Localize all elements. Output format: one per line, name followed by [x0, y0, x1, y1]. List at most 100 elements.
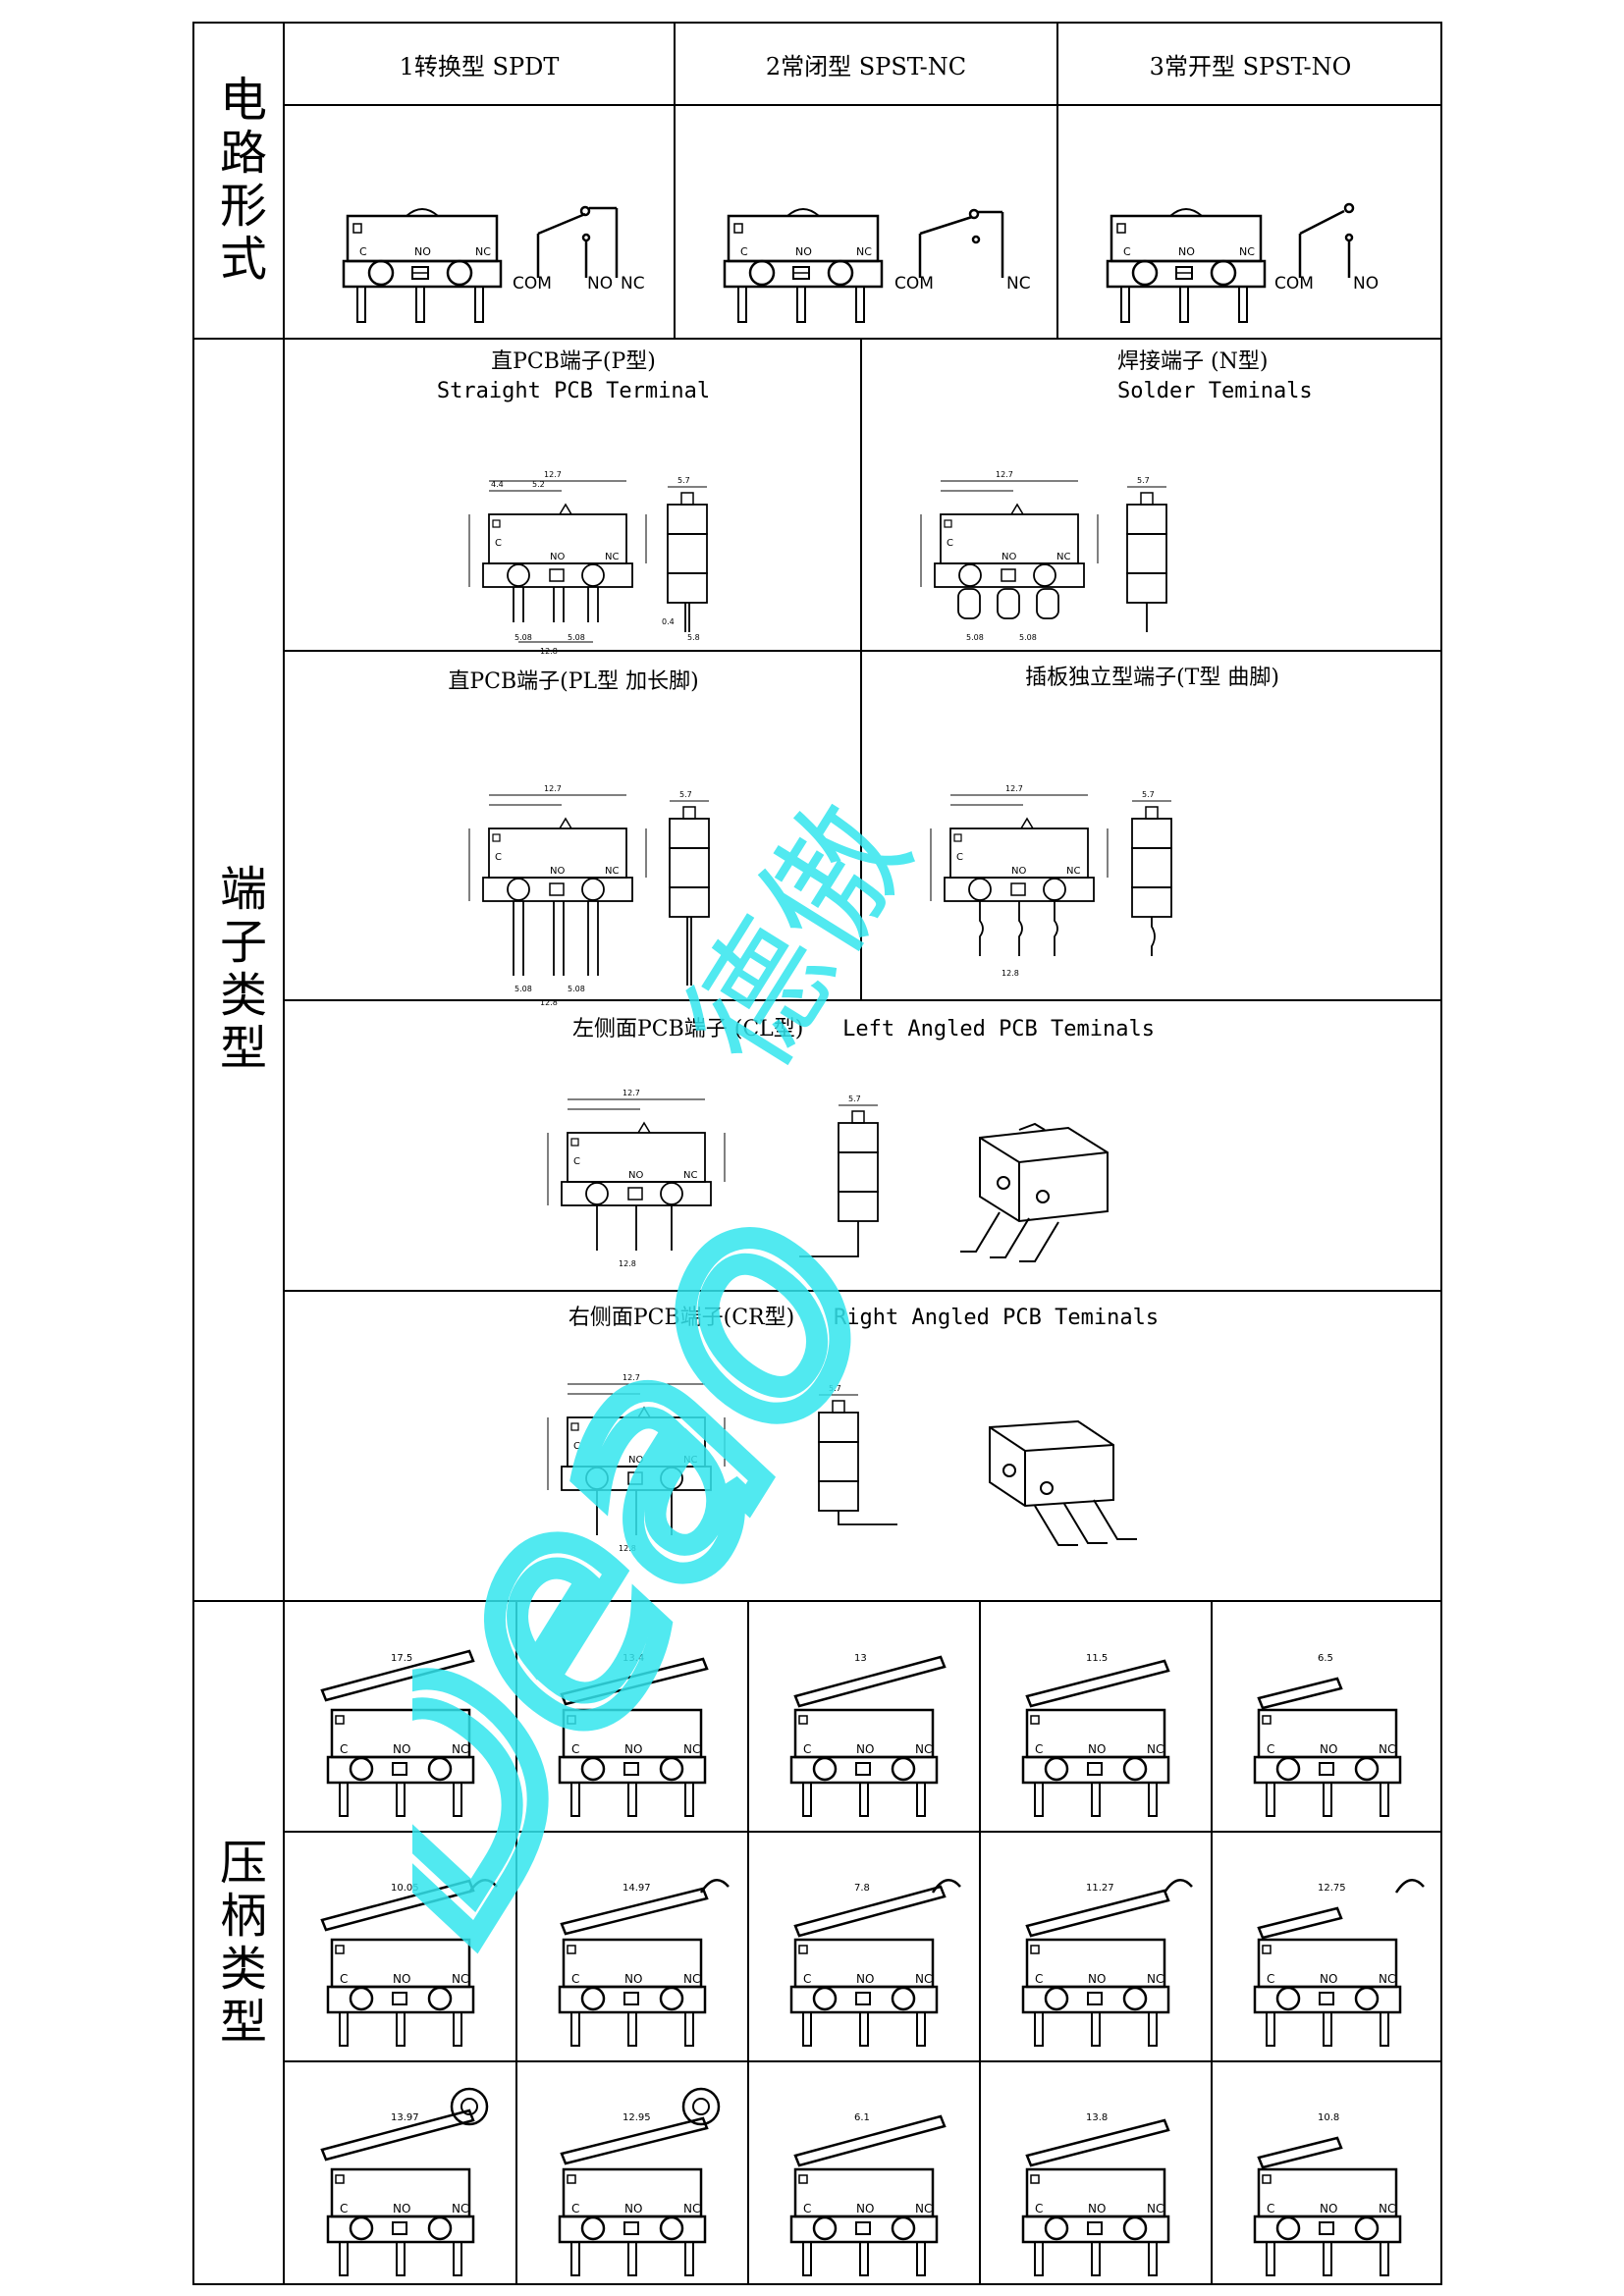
svg-text:NC: NC — [475, 245, 491, 258]
lever-switch-label: NC — [1379, 1742, 1395, 1756]
svg-text:5.7: 5.7 — [1142, 790, 1155, 799]
circuit-cell-spdt — [285, 106, 676, 340]
svg-text:5.08: 5.08 — [966, 633, 984, 642]
lever-switch-label: NO — [624, 1742, 642, 1756]
svg-text:C: C — [573, 1156, 580, 1167]
svg-text:NC: NC — [605, 552, 619, 562]
lever-switch-label: C — [1267, 1972, 1274, 1986]
lever-switch-label: C — [340, 1972, 348, 1986]
svg-text:C: C — [573, 1441, 580, 1452]
svg-text:12.7: 12.7 — [996, 470, 1013, 479]
svg-text:NO: NO — [550, 552, 565, 562]
svg-text:5.7: 5.7 — [848, 1095, 861, 1103]
lever-switch-label: NO — [856, 2202, 874, 2216]
lever-switch-label: C — [571, 1972, 579, 1986]
svg-text:NO: NO — [1178, 245, 1195, 258]
svg-text:5.08: 5.08 — [1019, 633, 1037, 642]
section-lever-text: 压柄类型 — [211, 1838, 266, 2050]
lever-dimension: 6.1 — [854, 2112, 870, 2123]
svg-text:NO: NO — [414, 245, 431, 258]
svg-text:NO: NO — [550, 866, 565, 877]
svg-text:12.7: 12.7 — [1005, 784, 1023, 793]
svg-text:0.4: 0.4 — [662, 617, 675, 626]
lever-switch-label: C — [1267, 2202, 1274, 2216]
lever-switch-label: NC — [1379, 2202, 1395, 2216]
section-label-lever: 压柄类型 — [194, 1602, 285, 2285]
svg-text:5.7: 5.7 — [1137, 476, 1150, 485]
terminal-cell-cl — [285, 1001, 1442, 1292]
section-label-circuit: 电路形式 — [194, 24, 285, 340]
lever-switch-label: NC — [1147, 1742, 1164, 1756]
svg-text:COM: COM — [513, 274, 552, 294]
lever-dimension: 13.4 — [623, 1653, 644, 1664]
svg-text:5.7: 5.7 — [677, 476, 690, 485]
terminal-cell-n — [862, 340, 1442, 652]
lever-switch-label: C — [1035, 2202, 1043, 2216]
lever-dimension: 14.97 — [623, 1883, 651, 1894]
svg-text:NO: NO — [628, 1170, 643, 1181]
svg-text:12.8: 12.8 — [619, 1259, 636, 1268]
lever-switch-label: C — [340, 2202, 348, 2216]
lever-switch-label: C — [340, 1742, 348, 1756]
lever-switch-label: NC — [1147, 2202, 1164, 2216]
caption-pl: 直PCB端子(PL型 加长脚) — [448, 669, 699, 694]
lever-type-1-0: 10.05C NO NC — [320, 1879, 498, 2048]
lever-switch-label: NO — [393, 1972, 410, 1986]
caption-p: 直PCB端子(P型) Straight PCB Terminal — [436, 349, 711, 403]
terminal-cell-cr — [285, 1292, 1442, 1602]
svg-text:4.4: 4.4 — [491, 480, 504, 489]
caption-n: 焊接端子 (N型) Solder Teminals — [1117, 349, 1313, 403]
svg-text:5.8: 5.8 — [687, 633, 700, 642]
lever-switch-label: NO — [1320, 1742, 1337, 1756]
lever-switch-label: NO — [1088, 1972, 1106, 1986]
svg-text:NO: NO — [628, 1455, 643, 1466]
circuit-header-spdt: 1转换型 SPDT — [285, 24, 676, 106]
svg-text:12.8: 12.8 — [540, 647, 558, 656]
lever-switch-label: NC — [452, 1972, 468, 1986]
svg-text:12.7: 12.7 — [544, 784, 562, 793]
lever-switch-label: NC — [915, 1742, 932, 1756]
lever-switch-label: NC — [683, 2202, 700, 2216]
terminal-cell-pl — [285, 652, 862, 1001]
svg-text:C: C — [947, 538, 953, 549]
lever-dimension: 12.95 — [623, 2112, 651, 2123]
lever-switch-label: C — [803, 1742, 811, 1756]
lever-dimension: 7.8 — [854, 1883, 870, 1894]
lever-dimension: 10.05 — [391, 1883, 419, 1894]
svg-text:C: C — [1123, 245, 1131, 258]
lever-dimension: 10.8 — [1318, 2112, 1339, 2123]
svg-text:NC: NC — [605, 866, 619, 877]
caption-cr: 右侧面PCB端子(CR型) Right Angled PCB Teminals — [568, 1306, 1160, 1330]
svg-text:5.08: 5.08 — [568, 633, 585, 642]
section-terminal-text: 端子类型 — [211, 864, 266, 1076]
terminal-drawings: 12.7 4.4 5.2 C NO NC 5.08 5.08 12.8 5.7 … — [468, 470, 1172, 1553]
lever-switch-label: NO — [856, 1972, 874, 1986]
circuit-cell-nc — [676, 106, 1058, 340]
lever-dimension: 11.27 — [1086, 1883, 1114, 1894]
svg-text:NO: NO — [1353, 274, 1379, 294]
lever-switch-label: NC — [915, 2202, 932, 2216]
terminal-cell-p — [285, 340, 862, 652]
caption-t: 插板独立型端子(T型 曲脚) — [1025, 666, 1279, 690]
section-label-terminal: 端子类型 — [194, 340, 285, 1602]
svg-text:5.08: 5.08 — [514, 985, 532, 993]
lever-switch-label: NC — [1147, 1972, 1164, 1986]
lever-switch-label: NC — [683, 1742, 700, 1756]
svg-text:12.7: 12.7 — [544, 470, 562, 479]
lever-dimension: 11.5 — [1086, 1653, 1108, 1664]
lever-switch-label: NO — [856, 1742, 874, 1756]
lever-switch-label: NC — [915, 1972, 932, 1986]
svg-text:12.7: 12.7 — [623, 1089, 640, 1097]
svg-text:C: C — [956, 852, 963, 863]
svg-text:COM: COM — [1274, 274, 1314, 294]
svg-text:5.7: 5.7 — [679, 790, 692, 799]
svg-text:COM: COM — [894, 274, 934, 294]
lever-switch-label: C — [1035, 1742, 1043, 1756]
svg-text:12.7: 12.7 — [623, 1373, 640, 1382]
